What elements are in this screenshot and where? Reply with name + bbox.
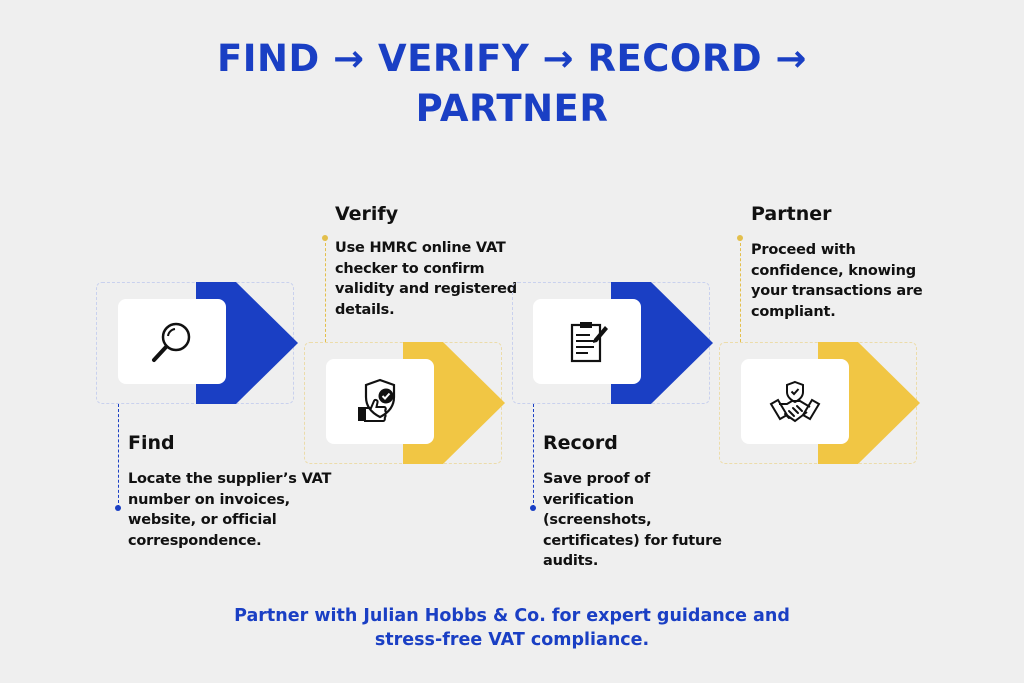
handshake-shield-icon [769, 380, 821, 422]
step-partner-description: Proceed with confidence, knowing your tr… [751, 240, 923, 322]
step-find-heading: Find [128, 432, 175, 454]
step-verify-connector-dot [322, 235, 328, 241]
shield-thumbs-up-icon [358, 378, 396, 422]
step-find-desc-line: Locate the supplier’s VAT [128, 471, 332, 487]
step-verify-icon-box [326, 359, 434, 444]
step-record-connector [533, 404, 534, 508]
step-partner-desc-line: Proceed with [751, 242, 856, 258]
step-record-desc-line: (screenshots, [543, 512, 652, 528]
step-record-desc-line: audits. [543, 553, 599, 569]
footer-line-2: stress-free VAT compliance. [374, 630, 650, 650]
step-record-heading: Record [543, 432, 618, 454]
step-partner-desc-line: compliant. [751, 303, 836, 320]
step-record-description: Save proof of verification (screenshots,… [543, 469, 722, 572]
title-line-2: PARTNER [415, 87, 609, 130]
step-partner-icon-box [741, 359, 849, 444]
title-line-1: FIND → VERIFY → RECORD → [217, 37, 807, 80]
step-verify-desc-line: details. [335, 301, 395, 318]
step-partner-connector [740, 238, 741, 342]
step-find-desc-line: website, or official [128, 512, 277, 528]
step-record-desc-line: certificates) for future [543, 532, 722, 549]
step-record-connector-dot [530, 505, 536, 511]
footer-cta: Partner with Julian Hobbs & Co. for expe… [0, 604, 1024, 652]
step-record-icon-box [533, 299, 641, 384]
step-partner-desc-line: your transactions are [751, 283, 923, 299]
step-record-desc-line: verification [543, 491, 634, 508]
step-record-desc-line: Save proof of [543, 471, 651, 487]
step-verify-desc-line: Use HMRC online VAT [335, 240, 506, 256]
step-verify-desc-line: validity and registered [335, 281, 517, 297]
footer-line-1: Partner with Julian Hobbs & Co. for expe… [234, 606, 790, 626]
step-find-connector-dot [115, 505, 121, 511]
step-find-icon-box [118, 299, 226, 384]
step-verify-connector [325, 238, 326, 342]
step-find-desc-line: correspondence. [128, 532, 262, 549]
magnifier-icon [152, 322, 191, 362]
step-partner-desc-line: confidence, knowing [751, 262, 916, 279]
step-find-connector [118, 404, 119, 508]
step-verify-description: Use HMRC online VAT checker to confirm v… [335, 238, 517, 320]
step-partner-heading: Partner [751, 203, 832, 225]
step-verify-heading: Verify [335, 203, 399, 225]
page-title: FIND → VERIFY → RECORD → PARTNER [0, 34, 1024, 134]
clipboard-pen-icon [570, 321, 608, 362]
step-find-desc-line: number on invoices, [128, 491, 290, 508]
step-partner-connector-dot [737, 235, 743, 241]
step-verify-desc-line: checker to confirm [335, 260, 485, 277]
step-find-description: Locate the supplier’s VAT number on invo… [128, 469, 331, 551]
